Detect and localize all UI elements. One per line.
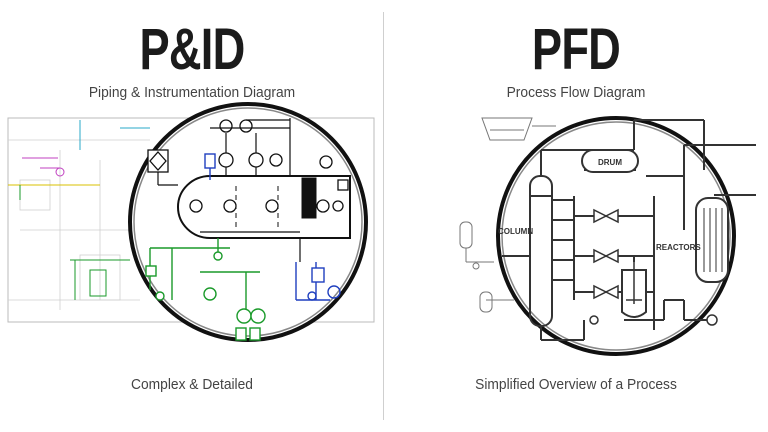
pfd-caption: Simplified Overview of a Process: [475, 376, 677, 393]
pfd-panel: PFD Process Flow Diagram: [384, 0, 768, 432]
pid-subtitle: Piping & Instrumentation Diagram: [88, 84, 296, 101]
pid-panel: P&ID Piping & Instrumentation Diagram: [7, 17, 375, 393]
pfd-drum: DRUM: [581, 149, 639, 173]
pfd-diagram: DRUM COLUMN REACTORS: [459, 116, 756, 356]
pid-diagram: [7, 102, 375, 342]
pfd-pump: [589, 314, 718, 326]
pid-magnifier: [128, 102, 368, 342]
pid-magnifier-inner-rim: [133, 107, 363, 337]
pid-black-piping: [157, 118, 301, 262]
pid-instruments: [147, 119, 349, 213]
center-divider: [383, 12, 384, 420]
pid-background-lines: [8, 139, 150, 310]
pfd-magnifier-inner-rim: [501, 121, 731, 351]
pfd-column-label: COLUMN: [498, 227, 533, 236]
pfd-reactors-label: REACTORS: [656, 243, 701, 252]
pfd-reactor-vessel: [621, 262, 647, 318]
pfd-valves: [593, 208, 619, 300]
pid-blue-section: [204, 153, 341, 301]
pid-cyan-lines: [79, 120, 150, 150]
pid-green-lines-outside: [19, 185, 130, 300]
pfd-reactor-exchanger: [695, 197, 729, 283]
pid-title: P&ID: [139, 17, 246, 82]
pid-caption: Complex & Detailed: [131, 376, 253, 393]
pfd-title: PFD: [531, 17, 621, 82]
pid-magenta-lines: [22, 157, 65, 177]
pfd-subtitle: Process Flow Diagram: [506, 84, 646, 101]
pid-green-section: [145, 238, 266, 341]
pfd-drum-label: DRUM: [598, 158, 622, 167]
